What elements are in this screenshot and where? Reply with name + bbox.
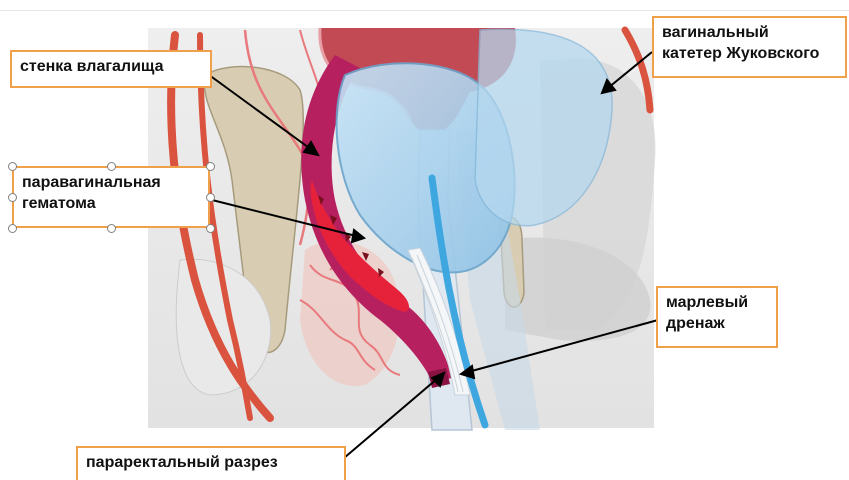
selection-handle-bottom-right[interactable] [206,224,215,233]
selection-handle-top-left[interactable] [8,162,17,171]
selection-handle-top-right[interactable] [206,162,215,171]
label-hematoma-line2: гематома [22,193,200,214]
label-catheter-line2: катетер Жуковского [662,43,837,64]
selection-handle-bottom-left[interactable] [8,224,17,233]
selection-handle-top-mid[interactable] [107,162,116,171]
label-vaginal-wall: стенка влагалища [10,50,212,88]
label-paravaginal-hematoma[interactable]: паравагинальная гематома [12,166,210,228]
selection-handle-bottom-mid[interactable] [107,224,116,233]
selection-handle-mid-left[interactable] [8,193,17,202]
selection-handle-mid-right[interactable] [206,193,215,202]
label-pararectal-incision: параректальный разрез [76,446,346,480]
label-drain-line2: дренаж [666,313,768,334]
label-zhukovsky-catheter: вагинальный катетер Жуковского [652,16,847,78]
label-incision-text: параректальный разрез [86,452,336,473]
label-hematoma-line1: паравагинальная [22,172,200,193]
label-vaginal-wall-text: стенка влагалища [20,56,202,77]
label-drain-line1: марлевый [666,292,768,313]
label-catheter-line1: вагинальный [662,22,837,43]
label-gauze-drain: марлевый дренаж [656,286,778,348]
